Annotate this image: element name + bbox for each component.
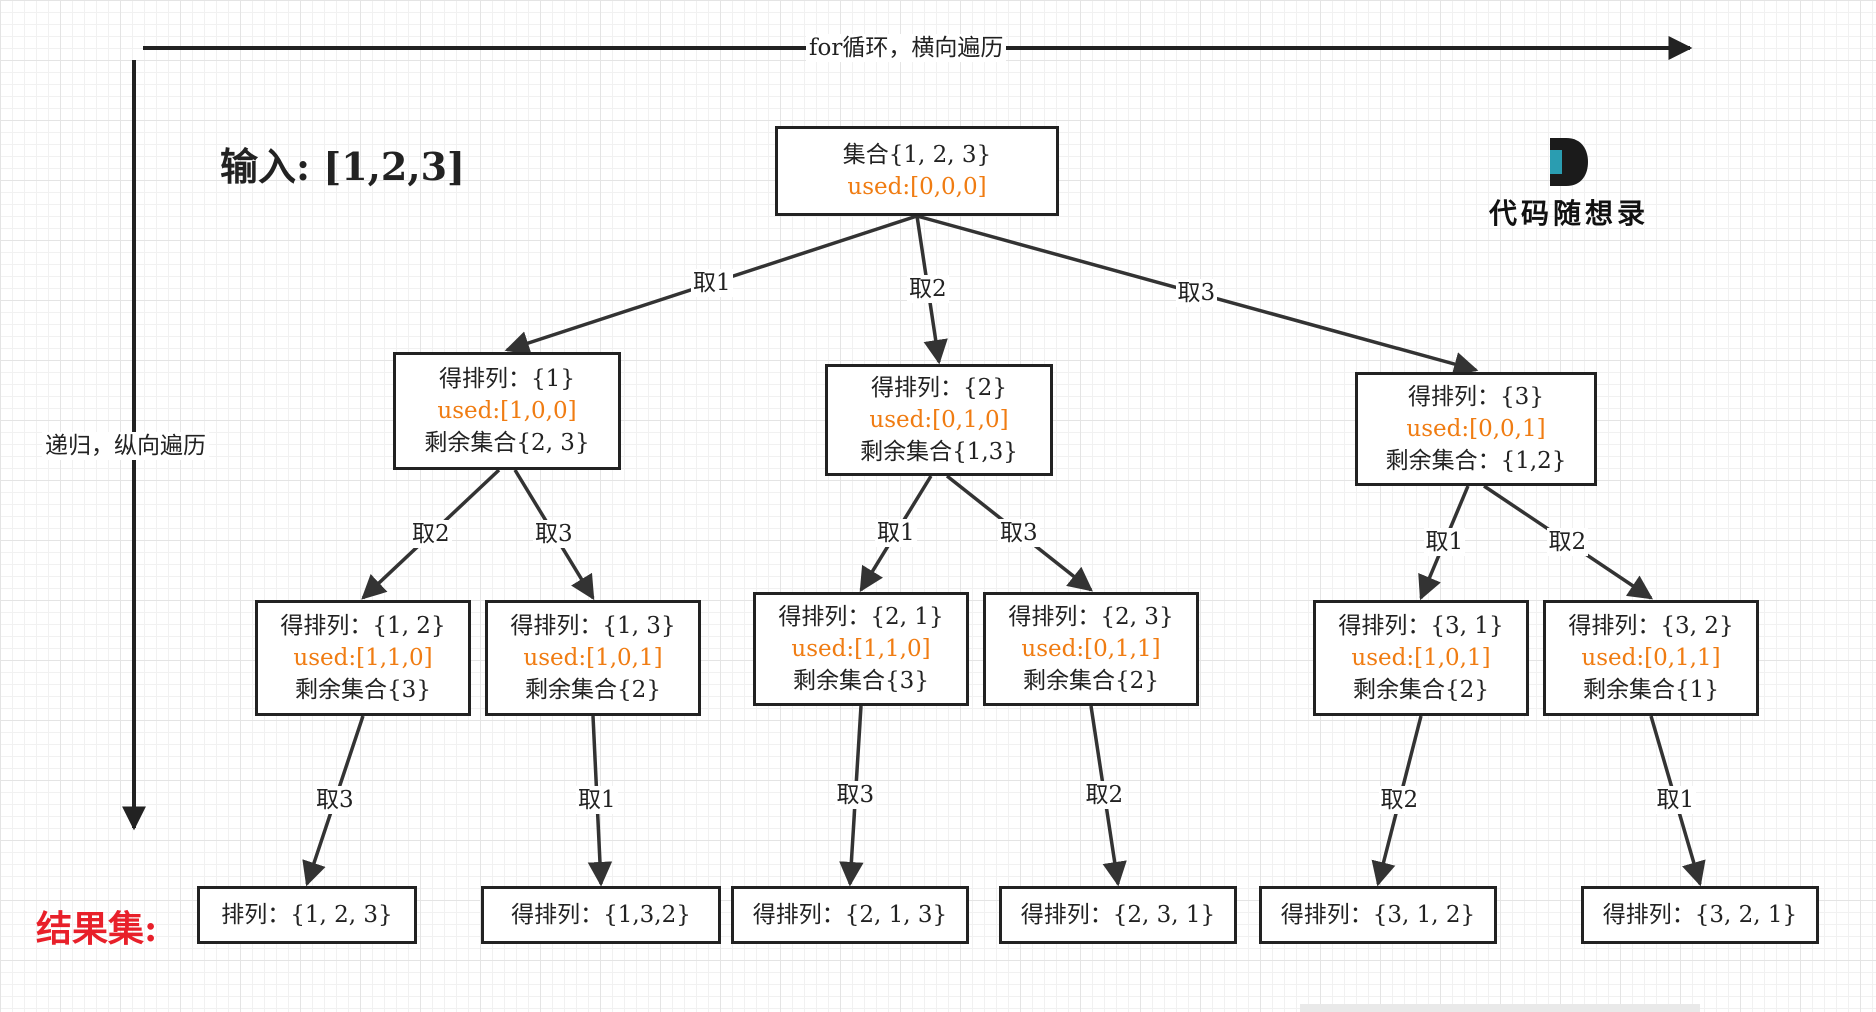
edge-label-n2-n21: 取1 bbox=[875, 519, 917, 547]
result-node-3-2-1: 得排列：{3, 2, 1} bbox=[1581, 886, 1819, 944]
node-used-text: used:[1,0,1] bbox=[1351, 645, 1491, 671]
node-used-text: used:[1,0,0] bbox=[437, 398, 577, 424]
node-used-text: used:[0,1,0] bbox=[869, 407, 1009, 433]
edge-label-n32-r321: 取1 bbox=[1654, 786, 1697, 814]
node-remaining-text: 剩余集合{2} bbox=[525, 677, 661, 703]
node-perm-text: 得排列：{1} bbox=[439, 366, 575, 392]
edge-label-root-n2: 取2 bbox=[907, 275, 949, 303]
edge-label-n12-r123: 取3 bbox=[314, 786, 356, 814]
edge-label-root-n3: 取3 bbox=[1175, 279, 1218, 307]
horizontal-axis-label: for循环，横向遍历 bbox=[806, 34, 1007, 62]
node-remaining-text: 剩余集合{3} bbox=[295, 677, 431, 703]
tree-node-perm-1: 得排列：{1} used:[1,0,0] 剩余集合{2, 3} bbox=[393, 352, 621, 470]
edge-label-n31-r312: 取2 bbox=[1378, 786, 1421, 814]
node-remaining-text: 剩余集合{1} bbox=[1583, 677, 1719, 703]
node-used-text: used:[1,1,0] bbox=[293, 645, 433, 671]
tree-node-perm-2: 得排列：{2} used:[0,1,0] 剩余集合{1,3} bbox=[825, 364, 1053, 476]
edge-label-n13-r132: 取1 bbox=[576, 786, 618, 814]
node-remaining-text: 剩余集合{3} bbox=[793, 668, 929, 694]
input-label: 输入: [1,2,3] bbox=[220, 144, 465, 189]
node-remaining-text: 剩余集合：{1,2} bbox=[1385, 448, 1567, 474]
node-used-text: used:[0,1,1] bbox=[1021, 636, 1161, 662]
tree-node-perm-2-3: 得排列：{2, 3} used:[0,1,1] 剩余集合{2} bbox=[983, 592, 1199, 706]
result-set-label: 结果集: bbox=[36, 908, 158, 950]
node-used-text: used:[1,0,1] bbox=[523, 645, 663, 671]
node-remaining-text: 剩余集合{2} bbox=[1023, 668, 1159, 694]
node-set-text: 集合{1, 2, 3} bbox=[842, 142, 992, 168]
horizontal-scrollbar[interactable] bbox=[1300, 1004, 1700, 1012]
result-perm-text: 得排列：{2, 3, 1} bbox=[1020, 902, 1216, 928]
node-perm-text: 得排列：{1, 3} bbox=[510, 613, 676, 639]
node-used-text: used:[0,1,1] bbox=[1581, 645, 1721, 671]
result-perm-text: 得排列：{1,3,2} bbox=[511, 902, 691, 928]
tree-node-perm-2-1: 得排列：{2, 1} used:[1,1,0] 剩余集合{3} bbox=[753, 592, 969, 706]
result-node-2-1-3: 得排列：{2, 1, 3} bbox=[731, 886, 969, 944]
edge-label-root-n1: 取1 bbox=[691, 269, 733, 297]
result-perm-text: 得排列：{3, 1, 2} bbox=[1280, 902, 1476, 928]
tree-node-perm-1-2: 得排列：{1, 2} used:[1,1,0] 剩余集合{3} bbox=[255, 600, 471, 716]
edge-label-n1-n13: 取3 bbox=[533, 520, 575, 548]
tree-node-perm-3-1: 得排列：{3, 1} used:[1,0,1] 剩余集合{2} bbox=[1313, 600, 1529, 716]
logo: 代码随想录 bbox=[1484, 136, 1654, 232]
result-perm-text: 排列：{1, 2, 3} bbox=[221, 902, 393, 928]
node-remaining-text: 剩余集合{1,3} bbox=[860, 439, 1018, 465]
node-perm-text: 得排列：{2} bbox=[871, 375, 1007, 401]
result-node-1-3-2: 得排列：{1,3,2} bbox=[481, 886, 721, 944]
edge-label-n23-r231: 取2 bbox=[1083, 781, 1126, 809]
node-perm-text: 得排列：{3, 1} bbox=[1338, 613, 1504, 639]
result-perm-text: 得排列：{3, 2, 1} bbox=[1602, 902, 1798, 928]
tree-node-perm-3: 得排列：{3} used:[0,0,1] 剩余集合：{1,2} bbox=[1355, 372, 1597, 486]
node-perm-text: 得排列：{2, 3} bbox=[1008, 604, 1174, 630]
result-node-3-1-2: 得排列：{3, 1, 2} bbox=[1259, 886, 1497, 944]
edge-label-n21-r213: 取3 bbox=[834, 781, 877, 809]
node-perm-text: 得排列：{1, 2} bbox=[280, 613, 446, 639]
edge-label-n1-n12: 取2 bbox=[410, 520, 452, 548]
vertical-axis-label: 递归，纵向遍历 bbox=[42, 432, 209, 460]
tree-node-perm-1-3: 得排列：{1, 3} used:[1,0,1] 剩余集合{2} bbox=[485, 600, 701, 716]
tree-node-root: 集合{1, 2, 3} used:[0,0,0] bbox=[775, 126, 1059, 216]
logo-text: 代码随想录 bbox=[1488, 197, 1649, 230]
node-used-text: used:[0,0,0] bbox=[847, 174, 987, 200]
edge-label-n3-n32: 取2 bbox=[1546, 528, 1589, 556]
node-perm-text: 得排列：{3} bbox=[1408, 384, 1544, 410]
logo-d-icon bbox=[1550, 138, 1588, 186]
result-perm-text: 得排列：{2, 1, 3} bbox=[752, 902, 948, 928]
node-perm-text: 得排列：{2, 1} bbox=[778, 604, 944, 630]
node-remaining-text: 剩余集合{2} bbox=[1353, 677, 1489, 703]
edge-label-n3-n31: 取1 bbox=[1423, 528, 1466, 556]
tree-node-perm-3-2: 得排列：{3, 2} used:[0,1,1] 剩余集合{1} bbox=[1543, 600, 1759, 716]
node-used-text: used:[1,1,0] bbox=[791, 636, 931, 662]
node-remaining-text: 剩余集合{2, 3} bbox=[424, 430, 590, 456]
node-used-text: used:[0,0,1] bbox=[1406, 416, 1546, 442]
result-node-1-2-3: 排列：{1, 2, 3} bbox=[197, 886, 417, 944]
edge-label-n2-n23: 取3 bbox=[998, 519, 1040, 547]
node-perm-text: 得排列：{3, 2} bbox=[1568, 613, 1734, 639]
result-node-2-3-1: 得排列：{2, 3, 1} bbox=[999, 886, 1237, 944]
